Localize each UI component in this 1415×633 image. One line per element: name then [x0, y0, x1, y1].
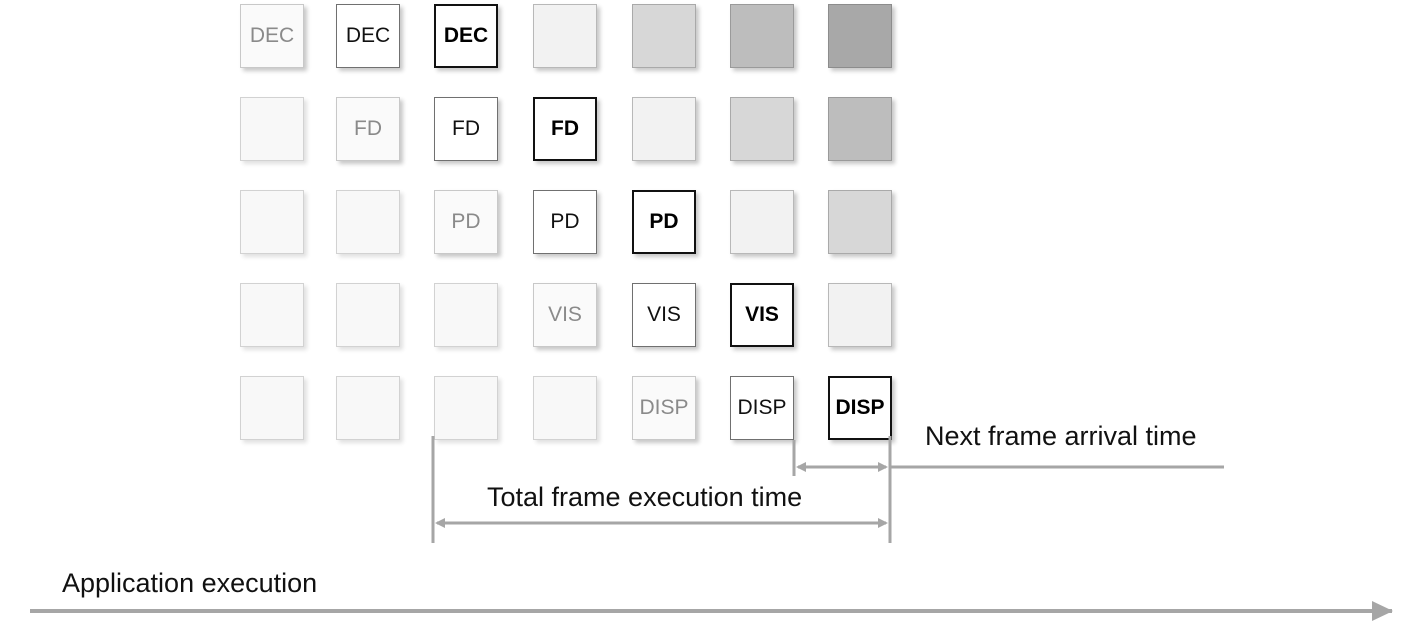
empty-stage-cell: [730, 4, 794, 68]
stage-cell-dec: DEC: [434, 4, 498, 68]
stage-cell-disp: DISP: [730, 376, 794, 440]
empty-stage-cell: [240, 190, 304, 254]
stage-cell-pd: PD: [632, 190, 696, 254]
total-frame-label: Total frame execution time: [487, 482, 803, 512]
stage-cell-fd: FD: [533, 97, 597, 161]
empty-stage-cell: [240, 283, 304, 347]
empty-stage-cell: [336, 283, 400, 347]
empty-stage-cell: [533, 4, 597, 68]
stage-cell-dec: DEC: [336, 4, 400, 68]
empty-stage-cell: [434, 283, 498, 347]
empty-stage-cell: [828, 97, 892, 161]
stage-cell-pd: PD: [434, 190, 498, 254]
empty-stage-cell: [240, 97, 304, 161]
empty-stage-cell: [828, 4, 892, 68]
stage-cell-pd: PD: [533, 190, 597, 254]
stage-cell-vis: VIS: [730, 283, 794, 347]
empty-stage-cell: [632, 4, 696, 68]
stage-cell-fd: FD: [336, 97, 400, 161]
stage-cell-dec: DEC: [240, 4, 304, 68]
stage-cell-disp: DISP: [828, 376, 892, 440]
empty-stage-cell: [730, 190, 794, 254]
empty-stage-cell: [336, 376, 400, 440]
application-execution-label: Application execution: [62, 568, 318, 598]
stage-cell-disp: DISP: [632, 376, 696, 440]
stage-cell-fd: FD: [434, 97, 498, 161]
empty-stage-cell: [336, 190, 400, 254]
empty-stage-cell: [828, 190, 892, 254]
empty-stage-cell: [632, 97, 696, 161]
empty-stage-cell: [730, 97, 794, 161]
empty-stage-cell: [828, 283, 892, 347]
stage-cell-vis: VIS: [533, 283, 597, 347]
next-frame-label: Next frame arrival time: [925, 421, 1197, 451]
empty-stage-cell: [240, 376, 304, 440]
stage-cell-vis: VIS: [632, 283, 696, 347]
empty-stage-cell: [434, 376, 498, 440]
empty-stage-cell: [533, 376, 597, 440]
